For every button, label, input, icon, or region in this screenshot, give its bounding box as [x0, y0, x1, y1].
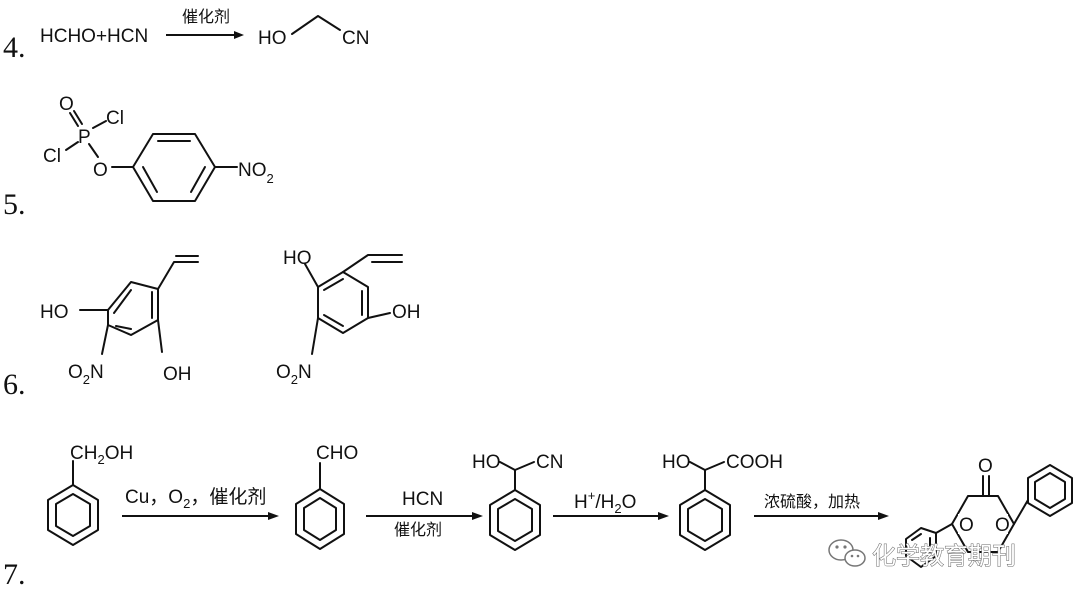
arrow-head [234, 31, 244, 39]
step1-condition: Cu，O2，催化剂 [125, 486, 266, 511]
step4-condition: 浓硫酸，加热 [764, 492, 860, 511]
benzene-ring [132, 133, 216, 202]
item-number: 7. [3, 558, 26, 591]
benzaldehyde: CHO [295, 443, 358, 550]
ester-oxygen: O [93, 160, 108, 181]
arrow-head [878, 512, 889, 520]
inner-ring [55, 493, 91, 537]
carboxyl-group: COOH [726, 452, 783, 473]
hydroxyl-group: HO [662, 452, 691, 473]
item-number: 4. [3, 31, 26, 64]
hydroxyl-group: HO [472, 452, 501, 473]
reaction-condition: 催化剂 [182, 7, 230, 26]
ring-oxygen-left: O [959, 515, 974, 536]
phosphorus-atom: P [78, 127, 91, 148]
mandelonitrile: HO CN [472, 452, 563, 551]
inner-ring [497, 498, 533, 542]
inner-ring [1034, 472, 1066, 509]
aldehyde-group: CHO [316, 443, 358, 464]
hydroxymethyl-group: CH2OH [70, 443, 133, 467]
product-hydroxyl: HO [258, 28, 287, 49]
inner-ring [687, 498, 723, 542]
arrow-head [472, 512, 483, 520]
benzene-ring [317, 271, 369, 334]
item-5: 5. O P Cl Cl O NO2 [3, 94, 274, 221]
mandelic-acid: HO COOH [662, 452, 783, 551]
step2-reagent: HCN [402, 489, 443, 510]
vinyl-group [342, 254, 403, 273]
watermark-text: 化学教育期刊 [872, 542, 1016, 570]
hydroxyl-bottom: OH [163, 364, 192, 385]
wechat-icon [828, 539, 866, 567]
hydroxyl-top: HO [283, 248, 312, 269]
benzyl-alcohol: CH2OH [47, 443, 133, 546]
product-nitrile: CN [342, 28, 369, 49]
phosphoryl-oxygen: O [59, 94, 74, 115]
mandelide-product: O O O [905, 456, 1073, 568]
chlorine-right: Cl [106, 108, 124, 129]
hydroxyl-right: OH [392, 302, 421, 323]
item-4: 4. HCHO+HCN 催化剂 HO CN [3, 7, 369, 64]
chlorine-left: Cl [43, 146, 61, 167]
nitrile-group: CN [536, 452, 563, 473]
compound-b: HO OH O2N [276, 248, 421, 387]
step2-catalyst: 催化剂 [394, 520, 442, 539]
nitro-group: O2N [276, 362, 312, 387]
nitro-group: O2N [68, 362, 104, 387]
arrow-head [658, 512, 669, 520]
inner-ring [303, 497, 337, 541]
product-chain-bond [291, 15, 341, 35]
compound-a: HO OH O2N [40, 255, 199, 387]
item-7: 7. CH2OH Cu，O2，催化剂 CHO HCN 催化剂 [3, 443, 1073, 591]
step3-condition: H+/H2O [574, 488, 636, 516]
phenyl-ring [905, 527, 937, 568]
watermark: 化学教育期刊 [828, 539, 1017, 571]
phenyl-ring [1027, 464, 1073, 517]
ring-oxygen-right: O [995, 515, 1010, 536]
item-number: 6. [3, 368, 26, 401]
benzene-ring [107, 281, 159, 336]
nitro-group: NO2 [238, 160, 274, 186]
item-number: 5. [3, 188, 26, 221]
hydroxyl-left: HO [40, 302, 69, 323]
arrow-head [268, 512, 279, 520]
reactants: HCHO+HCN [40, 26, 148, 47]
item-6: 6. HO OH O2N HO OH [3, 248, 421, 401]
vinyl-group [157, 261, 199, 290]
carbonyl-oxygen: O [978, 456, 993, 477]
